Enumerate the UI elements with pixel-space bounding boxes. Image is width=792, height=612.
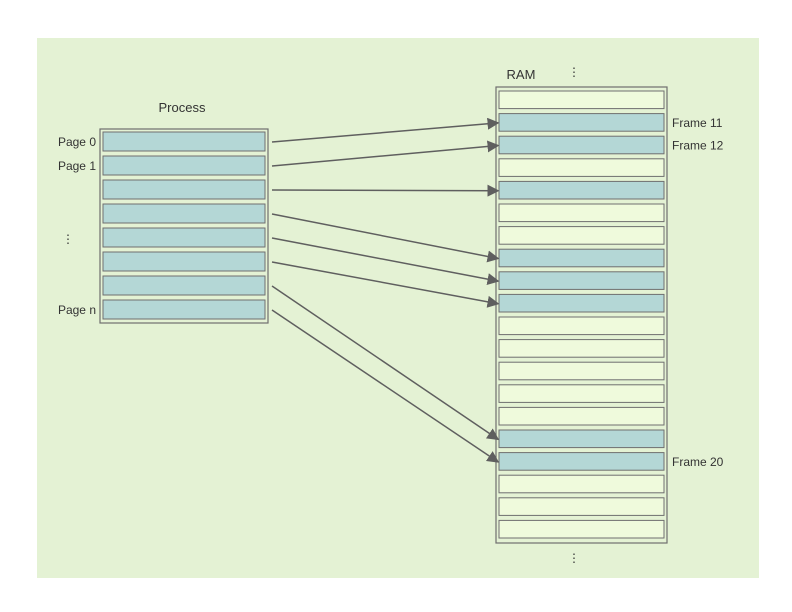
ram-frame-free-5: [498, 203, 665, 223]
ram-frame-free-18: [498, 497, 665, 516]
process-page-3: [102, 203, 266, 224]
process-page-6: [102, 275, 266, 296]
page-to-frame-arrows: [271, 117, 500, 463]
ram-frame-used-7: [498, 248, 665, 268]
mapping-arrow: [271, 237, 500, 286]
process-page-labels: Page 0 Page 1 Page n: [58, 135, 96, 317]
process-outline: [99, 128, 269, 324]
process-pages: [99, 128, 269, 324]
ram-frame-free-12: [498, 361, 665, 381]
process-page-5: [102, 251, 266, 272]
ram-frame-free-11: [498, 339, 665, 358]
mapping-arrow: [271, 213, 500, 263]
process-page-0: [102, 131, 266, 152]
mapping-arrow: [271, 117, 500, 143]
ram-frame-used-2: [498, 135, 665, 155]
ram-frame-label: Frame 12: [672, 139, 724, 153]
mapping-arrow: [271, 261, 500, 308]
ram-title: RAM: [507, 67, 536, 82]
mapping-arrow: [271, 184, 500, 197]
ram-frame-used-9: [498, 293, 665, 313]
ram-frame-used-15: [498, 429, 665, 449]
process-page-label: Page 0: [58, 135, 96, 149]
process-page-2: [102, 179, 266, 200]
process-page-4: [102, 227, 266, 248]
ram-frame-used-4: [498, 180, 665, 200]
process-page-7: [102, 299, 266, 320]
process-page-label: Page n: [58, 303, 96, 317]
ram-frame-used-16: [498, 452, 665, 471]
ram-frame-free-19: [498, 519, 665, 539]
ram-frame-labels: Frame 11 Frame 12 Frame 20: [672, 116, 724, 469]
ram-frame-used-1: [498, 113, 665, 132]
ram-frame-free-3: [498, 158, 665, 177]
process-page-1: [102, 155, 266, 176]
ram-continuation-bottom: ⋮: [568, 551, 580, 565]
ram-frame-free-14: [498, 406, 665, 426]
ram-frame-used-8: [498, 271, 665, 290]
ram-frame-label: Frame 11: [672, 116, 723, 130]
mapping-arrow: [271, 285, 500, 441]
ram-continuation-top: ⋮: [568, 65, 580, 79]
ram-frame-free-10: [498, 316, 665, 336]
ram-frames: [495, 86, 668, 544]
ram-outline: [495, 86, 668, 544]
ram-frame-free-13: [498, 384, 665, 403]
process-page-label: Page 1: [58, 159, 96, 173]
ram-frame-free-0: [498, 90, 665, 110]
mapping-arrow: [271, 140, 500, 167]
mapping-arrow: [271, 309, 500, 463]
ram-frame-free-17: [498, 474, 665, 494]
ram-frame-free-6: [498, 226, 665, 245]
process-ellipsis: ⋮: [62, 232, 74, 246]
ram-frame-label: Frame 20: [672, 455, 724, 469]
process-title: Process: [159, 100, 206, 115]
